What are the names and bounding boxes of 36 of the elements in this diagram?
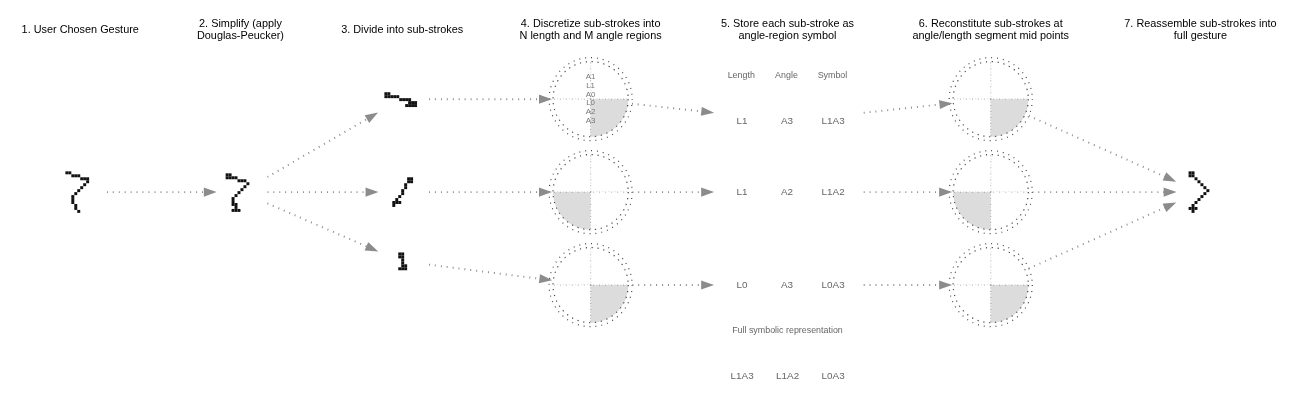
arrow xyxy=(428,94,552,104)
label: 6. Reconstitute sub-strokes at angle/length segment mid points xyxy=(912,16,1070,41)
label: 2. Simplify (apply Douglas-Peucker) xyxy=(196,16,284,41)
arrow xyxy=(862,280,953,290)
node-circle xyxy=(948,149,1033,235)
label: Full symbolic representation xyxy=(732,324,843,335)
node-circle xyxy=(548,149,633,235)
label: 4. Discretize sub-strokes into N length and M angle regions xyxy=(519,16,662,41)
label: Length xyxy=(727,69,755,80)
node-text: L1 A3 L1A3 xyxy=(736,114,845,126)
arrow xyxy=(266,112,379,178)
arrow xyxy=(631,187,715,197)
label: 5. Store each sub-stroke as angle-region symbol xyxy=(720,16,854,41)
arrow xyxy=(428,187,552,197)
arrow xyxy=(266,187,379,197)
node-circle xyxy=(948,242,1033,328)
arrow xyxy=(631,102,715,116)
arrow xyxy=(862,100,953,114)
label: 7. Reassemble sub-strokes into full gesture xyxy=(1124,16,1277,41)
node-text: L1 A2 L1A2 xyxy=(736,186,845,198)
label: Symbol xyxy=(817,69,848,80)
arrow xyxy=(1027,202,1177,270)
label: L1A2 xyxy=(776,370,800,382)
label: L1A3 xyxy=(730,370,754,382)
arrow xyxy=(106,187,217,197)
arrow xyxy=(266,202,379,252)
arrow xyxy=(631,280,715,290)
node-circle xyxy=(548,242,633,328)
arrow xyxy=(1027,114,1177,182)
label: L0A3 xyxy=(821,370,845,382)
label: 3. Divide into sub-strokes xyxy=(341,22,464,35)
label: Angle xyxy=(775,69,798,80)
arrow xyxy=(862,187,953,197)
node-text: L0 A3 L0A3 xyxy=(736,279,845,291)
label: 1. User Chosen Gesture xyxy=(21,22,139,35)
arrow xyxy=(428,263,553,284)
